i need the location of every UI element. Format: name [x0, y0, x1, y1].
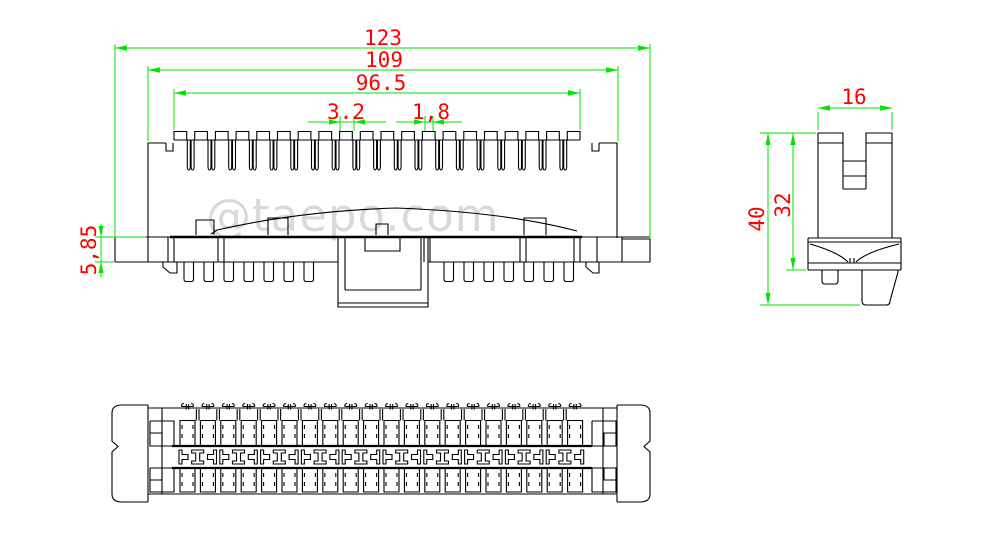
watermark-text: @taepo.com [206, 189, 500, 242]
dimension-texts: 123 109 96.5 3.2 1,8 5,85 16 40 32 [77, 26, 867, 275]
dim-line-16 [817, 107, 893, 130]
side-slot-pocket [842, 161, 867, 190]
side-view [807, 132, 902, 306]
side-body-outline [817, 132, 893, 238]
dim-body-height: 32 [771, 192, 795, 217]
front-flange-dividers [167, 237, 623, 262]
dim-overall-height: 40 [745, 206, 769, 231]
bottom-gap-stems [195, 409, 567, 421]
bottom-right-cap [616, 404, 651, 503]
side-flange [807, 237, 902, 271]
bottom-plan-view [111, 402, 651, 503]
bottom-row-separators [172, 444, 592, 470]
bottom-middle-slots [178, 449, 585, 465]
contact-teeth-row [173, 130, 581, 140]
dim-tooth-pitch: 3.2 [327, 100, 365, 124]
dim-line-109 [147, 66, 619, 141]
side-feet [821, 270, 899, 306]
front-inner-curve [210, 207, 578, 235]
dim-teeth-span: 96.5 [356, 71, 407, 95]
bottom-contact-marks [181, 425, 582, 486]
front-flange-hooks [162, 262, 600, 274]
front-pins [183, 262, 575, 283]
dim-line-123 [114, 44, 651, 239]
front-flange [114, 236, 651, 263]
bottom-top-ticks [180, 402, 582, 410]
front-inner-bumps [195, 217, 547, 235]
dim-side-width: 16 [841, 85, 866, 109]
contact-prongs [186, 140, 568, 171]
bottom-contact-row-bottom [179, 468, 584, 493]
front-center-bracket [337, 237, 429, 308]
bottom-left-cap [111, 404, 149, 503]
dim-slot-width: 1,8 [412, 100, 450, 124]
dim-line-1_8 [396, 116, 462, 131]
side-flange-funnel [809, 243, 900, 263]
bottom-contact-row-top [179, 419, 584, 446]
front-view [114, 130, 651, 308]
front-body-outline [147, 139, 618, 238]
dim-line-3_2 [308, 116, 386, 131]
dim-flange-height: 5,85 [77, 225, 101, 276]
dimension-arrows [98, 45, 892, 305]
dim-body-width: 109 [365, 48, 403, 72]
dim-line-96_5 [173, 89, 581, 130]
bottom-frame [148, 407, 617, 495]
dim-line-32 [786, 133, 806, 271]
dim-overall-width: 123 [364, 26, 402, 50]
dimension-lines [95, 44, 893, 306]
dim-line-40 [760, 132, 860, 306]
